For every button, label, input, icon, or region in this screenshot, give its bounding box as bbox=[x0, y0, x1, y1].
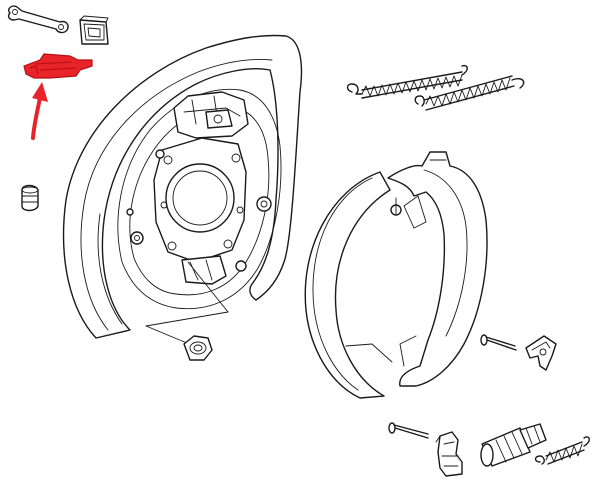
return-spring-upper bbox=[346, 64, 468, 99]
hold-down-cup-right bbox=[525, 335, 557, 371]
mounting-flange bbox=[153, 137, 247, 263]
anchor-block bbox=[173, 91, 249, 139]
adjuster-lever bbox=[7, 5, 69, 34]
adjuster-spring bbox=[534, 436, 590, 465]
hold-down-pin-lower bbox=[388, 422, 429, 439]
small-sleeve bbox=[21, 184, 39, 212]
plate-hardware bbox=[126, 149, 272, 285]
highlighted-adjuster-part bbox=[23, 53, 93, 79]
hold-down-clip bbox=[435, 431, 463, 477]
hold-down-pin-right bbox=[480, 334, 517, 351]
parking-brake-shoe bbox=[304, 151, 488, 399]
access-plug bbox=[79, 15, 109, 45]
backing-plate bbox=[62, 34, 303, 339]
return-spring-lower bbox=[414, 75, 525, 111]
pointer-arrow bbox=[31, 82, 48, 140]
flange-nut bbox=[183, 335, 213, 361]
adjuster-screw-assembly bbox=[480, 423, 547, 467]
